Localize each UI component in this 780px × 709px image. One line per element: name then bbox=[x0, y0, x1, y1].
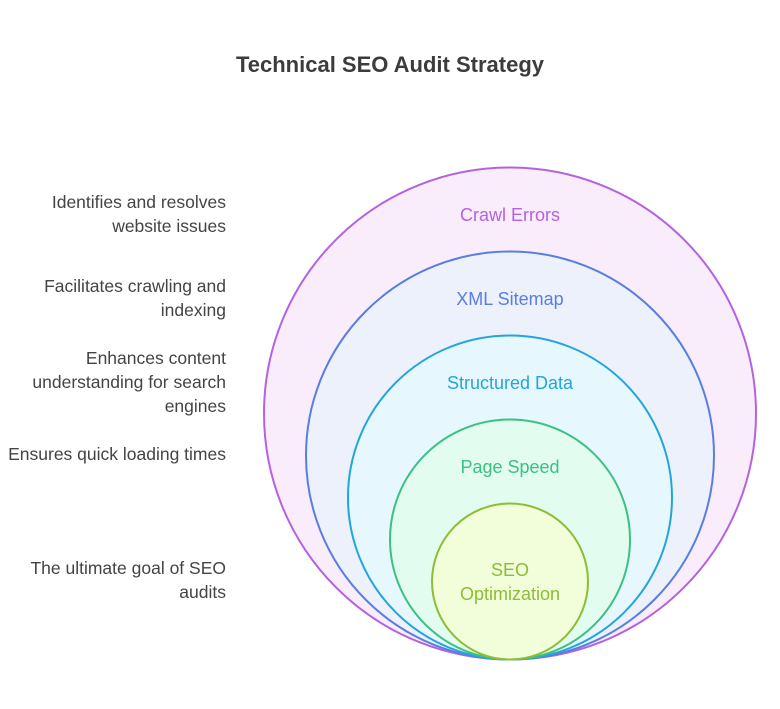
description-xml-sitemap: Facilitates crawling and indexing bbox=[44, 276, 226, 320]
circle-seo-optimization bbox=[431, 502, 589, 661]
description-crawl-errors: Identifies and resolves website issues bbox=[51, 192, 226, 236]
description-seo-optimization: The ultimate goal of SEO audits bbox=[30, 558, 226, 602]
description-page-speed: Ensures quick loading times bbox=[8, 444, 226, 464]
label-page-speed: Page Speed bbox=[460, 457, 559, 477]
label-xml-sitemap: XML Sitemap bbox=[456, 289, 563, 309]
label-seo: SEO bbox=[491, 560, 529, 580]
label-structured-data: Structured Data bbox=[447, 373, 574, 393]
description-structured-data: Enhances content understanding for searc… bbox=[32, 348, 226, 416]
label-crawl-errors: Crawl Errors bbox=[460, 205, 560, 225]
diagram-title: Technical SEO Audit Strategy bbox=[235, 52, 545, 77]
label-optimization: Optimization bbox=[460, 584, 560, 604]
